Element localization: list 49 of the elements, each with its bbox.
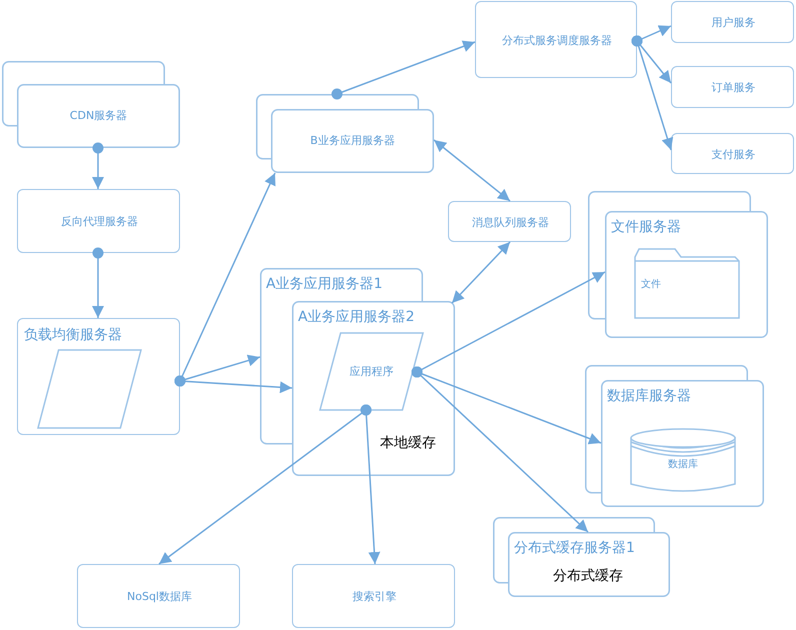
node-label: 分布式服务调度服务器 (501, 34, 613, 47)
node-label: 文件 (641, 279, 661, 291)
server-box (671, 66, 794, 108)
arrow (632, 36, 674, 150)
parallelogram-shape (38, 350, 141, 428)
server-box (671, 1, 794, 43)
node-label: 用户服务 (710, 16, 756, 30)
server-box (671, 133, 794, 174)
server-stack (585, 365, 764, 507)
arrow (174, 376, 292, 394)
arrow (412, 366, 589, 533)
node-label: A业务应用服务器1 (266, 276, 382, 293)
node-label: 消息队列服务器 (471, 216, 550, 229)
server-stack (2, 61, 180, 148)
server-box (475, 1, 637, 78)
server-box (17, 318, 180, 435)
node-label: CDN服务器 (68, 109, 128, 122)
node-label: 分布式缓存服务器1 (514, 540, 635, 557)
database-cylinder (631, 428, 735, 492)
server-stack (256, 94, 434, 173)
folder-shape (635, 249, 739, 318)
node-label: 搜索引擎 (352, 590, 398, 604)
server-box (448, 201, 571, 242)
node-label: B业务应用服务器 (309, 134, 396, 148)
node-label: 反向代理服务器 (60, 215, 139, 228)
arrow (92, 248, 104, 318)
node-label: 应用程序 (348, 364, 394, 378)
server-box (17, 189, 180, 253)
server-stack (588, 191, 768, 338)
node-label: 负载均衡服务器 (24, 327, 122, 344)
parallelogram-shape (320, 333, 423, 410)
node-label: 数据库 (667, 459, 699, 471)
node-label: 文件服务器 (611, 219, 681, 236)
arrow (332, 40, 476, 100)
arrow (451, 241, 511, 304)
component-label: 分布式缓存 (553, 568, 623, 585)
server-stack (260, 268, 455, 476)
server-box (292, 564, 455, 628)
component-label: 本地缓存 (380, 435, 436, 452)
arrow (434, 139, 510, 202)
server-box (77, 564, 240, 628)
arrow (92, 142, 104, 189)
server-stack (493, 517, 670, 597)
node-label: A业务应用服务器2 (298, 309, 414, 326)
node-label: 支付服务 (710, 148, 756, 161)
node-label: 数据库服务器 (607, 388, 691, 405)
node-label: 订单服务 (710, 81, 756, 94)
node-label: NoSql数据库 (126, 590, 193, 604)
arrow (360, 404, 380, 564)
